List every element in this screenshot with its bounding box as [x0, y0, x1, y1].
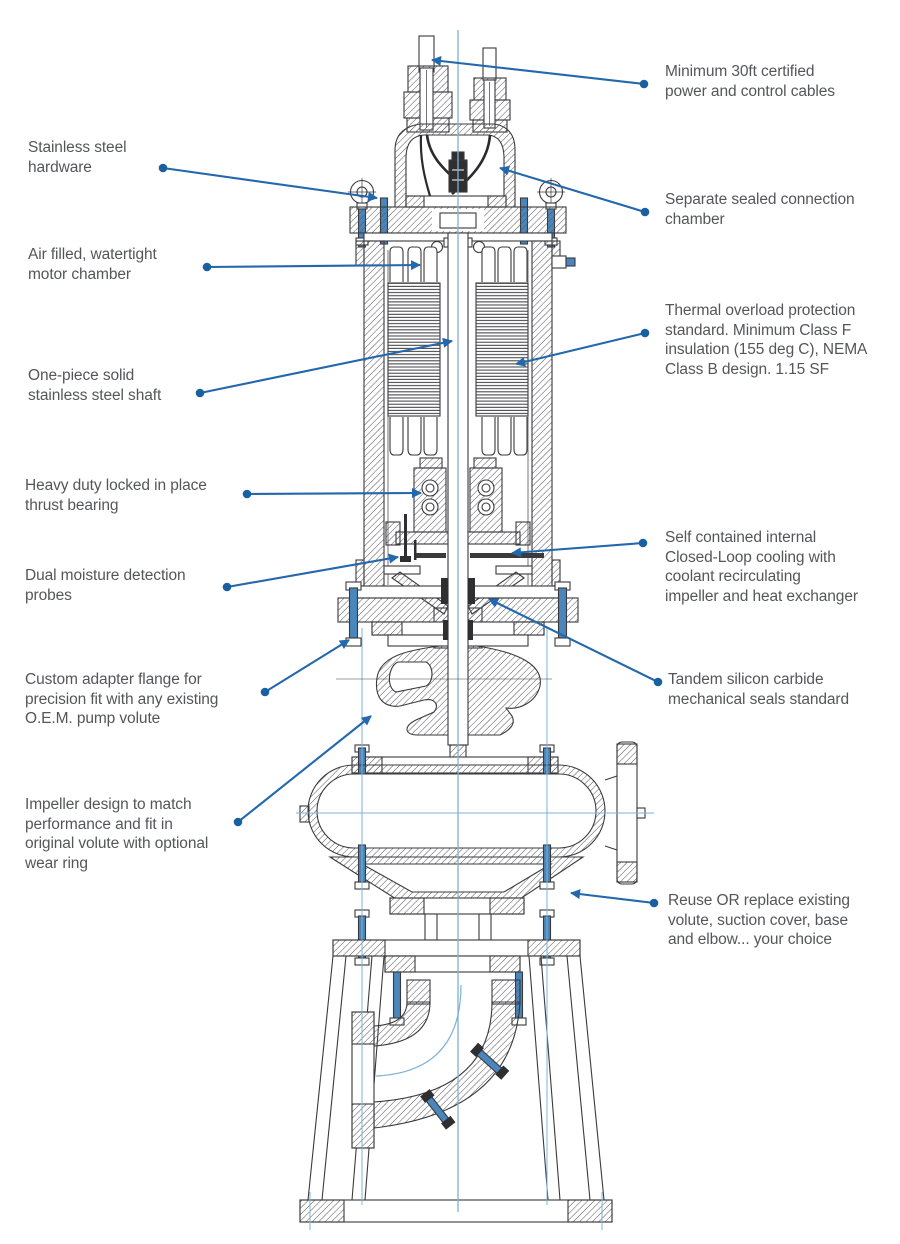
callout-impeller: Impeller design to match performance and…	[25, 796, 209, 872]
callout-thrust-bearing: Heavy duty locked in place thrust bearin…	[25, 477, 207, 514]
callout-reuse-volute: Reuse OR replace existing volute, suctio…	[668, 892, 850, 948]
leader-mechanical-seals	[488, 598, 659, 683]
elbow-icon	[351, 979, 521, 1149]
motor-stator-icon	[355, 237, 576, 590]
callout-mechanical-seals: Tandem silicon carbide mechanical seals …	[668, 671, 850, 708]
leader-cooling	[511, 541, 644, 558]
leader-hardware	[162, 166, 378, 202]
callout-leader-lines	[158, 56, 663, 908]
callout-moisture-probes: Dual moisture detection probes	[25, 567, 186, 604]
callout-power-cables: Minimum 30ft certified power and control…	[665, 63, 835, 100]
leader-reuse-volute	[570, 889, 655, 905]
callout-connection-chamber: Separate sealed connection chamber	[665, 191, 855, 228]
connection-chamber-icon	[394, 123, 516, 208]
leader-motor-chamber	[206, 260, 421, 271]
callout-adapter-flange: Custom adapter flange for precision fit …	[25, 671, 219, 727]
moisture-probe-icon	[400, 514, 417, 562]
cable-gland-icon	[403, 35, 511, 133]
callout-hardware: Stainless steel hardware	[28, 139, 127, 176]
thrust-bearing-icon	[385, 457, 531, 546]
callout-motor-chamber: Air filled, watertight motor chamber	[28, 246, 157, 283]
callout-thermal-overload: Thermal overload protection standard. Mi…	[665, 302, 868, 378]
leader-thermal-overload	[515, 331, 646, 367]
leader-adapter-flange	[264, 639, 350, 693]
leader-dots	[158, 79, 663, 908]
leader-thrust-bearing	[246, 488, 422, 499]
baseplate-icon	[299, 1199, 613, 1223]
leader-moisture-probes	[226, 553, 399, 589]
leader-impeller	[237, 715, 372, 823]
leader-power-cables	[431, 56, 645, 86]
leader-shaft	[199, 337, 453, 395]
callout-closed-loop-cooling: Self contained internal Closed-Loop cool…	[665, 529, 858, 605]
callout-shaft: One-piece solid stainless steel shaft	[28, 367, 162, 404]
leader-connection-chamber	[499, 165, 646, 214]
